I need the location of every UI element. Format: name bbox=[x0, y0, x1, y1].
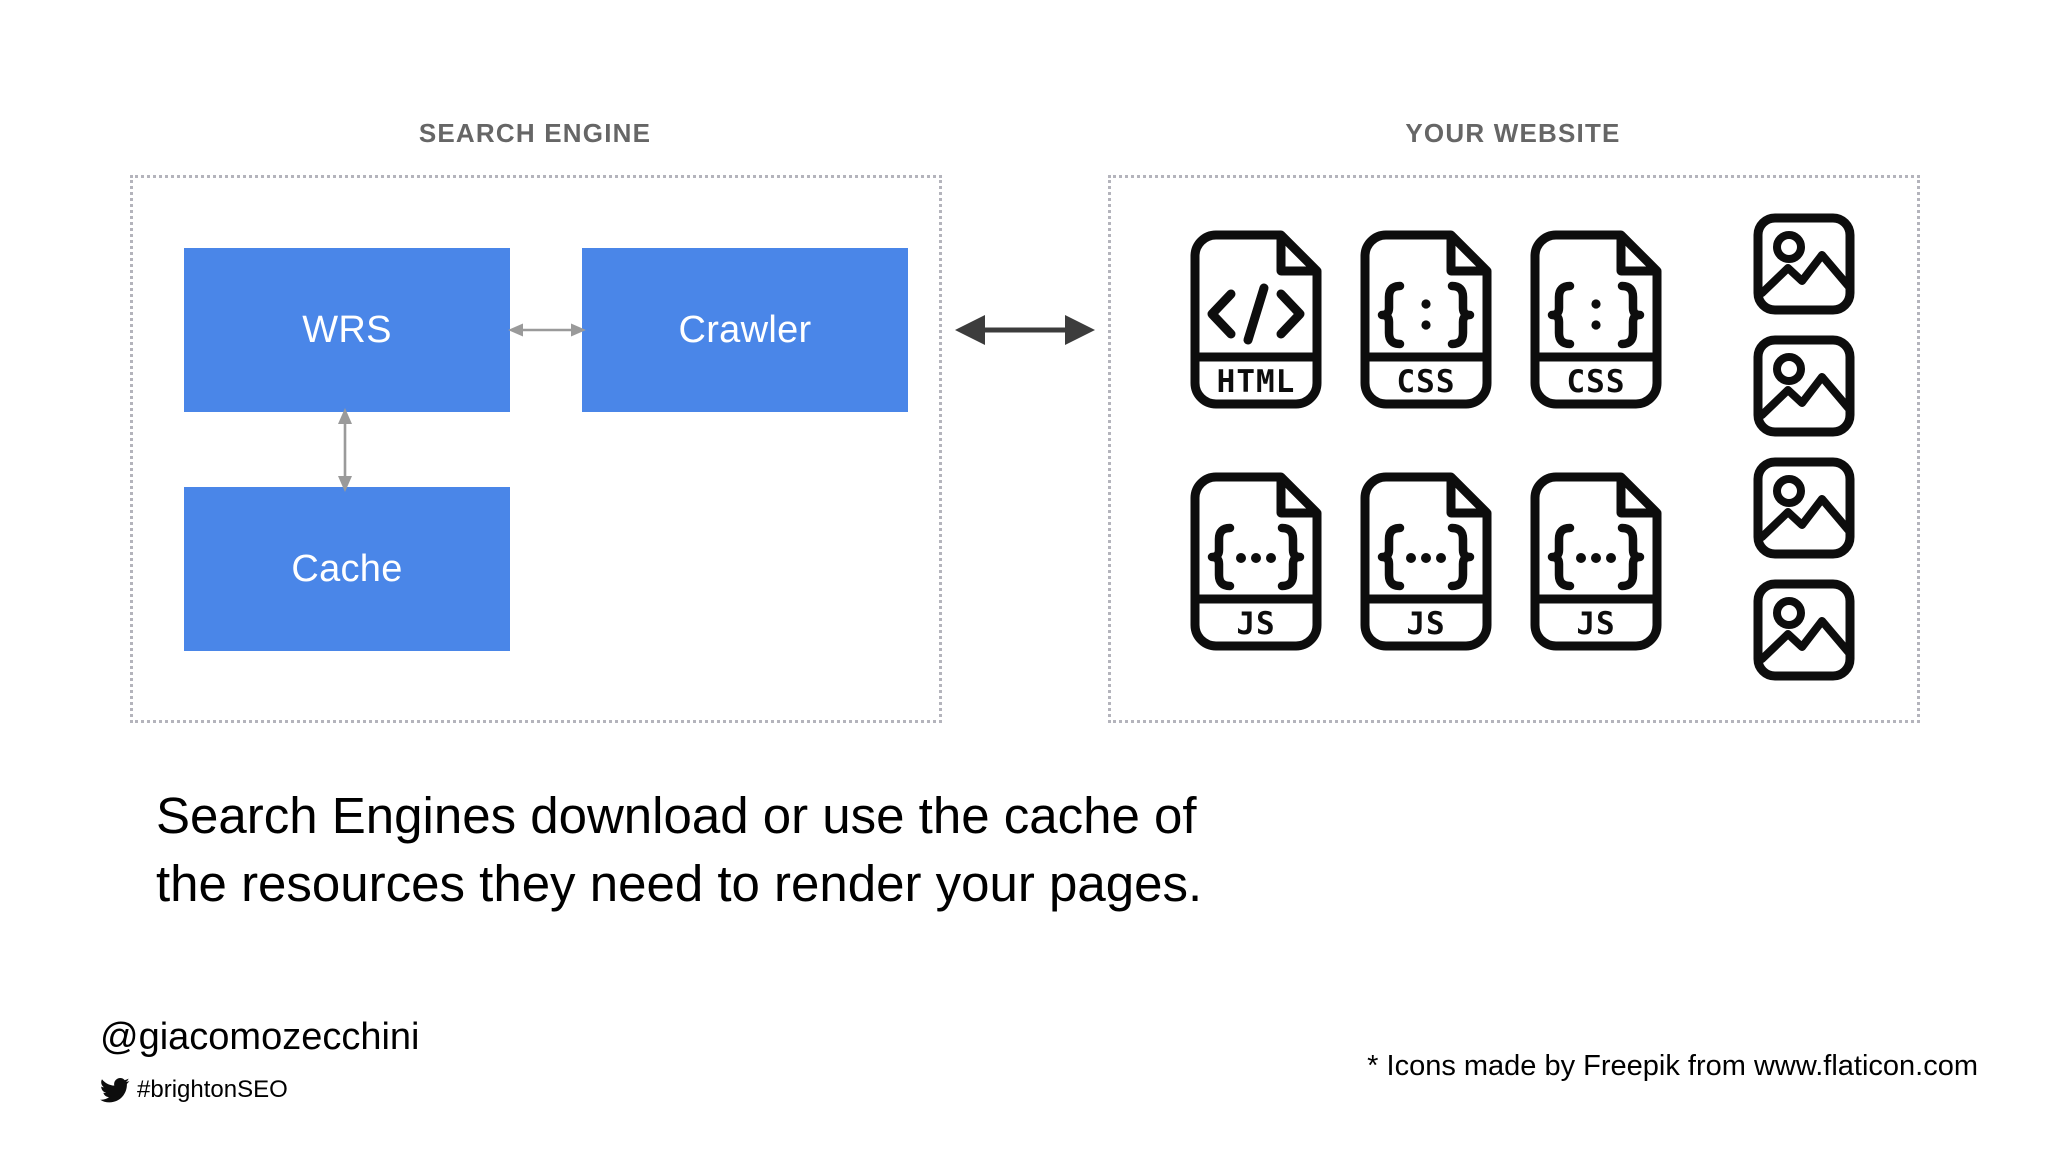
css-file-icon[interactable]: CSS bbox=[1356, 226, 1496, 412]
js-file-label: JS bbox=[1576, 606, 1615, 642]
image-file-icon[interactable] bbox=[1750, 576, 1858, 684]
your-website-container bbox=[1108, 175, 1920, 723]
body-text-line-2: the resources they need to render your p… bbox=[156, 855, 1203, 912]
js-file-icon[interactable]: JS bbox=[1186, 468, 1326, 654]
js-file-icon[interactable]: JS bbox=[1526, 468, 1666, 654]
node-wrs[interactable]: WRS bbox=[184, 248, 510, 412]
body-text-line-1: Search Engines download or use the cache… bbox=[156, 787, 1197, 844]
image-file-icon[interactable] bbox=[1750, 454, 1858, 562]
section-caption-search-engine: SEARCH ENGINE bbox=[418, 118, 652, 148]
js-file-icon[interactable]: JS bbox=[1356, 468, 1496, 654]
search-engine-container bbox=[130, 175, 942, 723]
html-file-label: HTML bbox=[1217, 364, 1296, 400]
twitter-icon bbox=[100, 1077, 130, 1102]
css-file-icon[interactable]: CSS bbox=[1526, 226, 1666, 412]
website-resource-icon-grid: HTML CSS CSS bbox=[1160, 210, 1880, 690]
icon-attribution: * Icons made by Freepik from www.flatico… bbox=[1367, 1050, 1978, 1082]
css-file-label: CSS bbox=[1567, 364, 1626, 400]
image-file-icon[interactable] bbox=[1750, 332, 1858, 440]
body-text: Search Engines download or use the cache… bbox=[156, 782, 1456, 918]
js-file-label: JS bbox=[1406, 606, 1445, 642]
author-handle: @giacomozecchini bbox=[100, 1016, 420, 1058]
image-file-icon[interactable] bbox=[1750, 210, 1858, 318]
arrow-wrs-crawler-icon bbox=[508, 323, 586, 337]
section-caption-your-website: YOUR WEBSITE bbox=[1405, 118, 1621, 148]
css-file-label: CSS bbox=[1397, 364, 1456, 400]
arrow-search-engine-to-website-icon bbox=[955, 315, 1095, 345]
html-file-icon[interactable]: HTML bbox=[1186, 226, 1326, 412]
arrow-wrs-cache-icon bbox=[338, 408, 352, 492]
hashtag-row: #brightonSEO bbox=[100, 1076, 288, 1104]
hashtag-label: #brightonSEO bbox=[137, 1076, 288, 1103]
js-file-label: JS bbox=[1236, 606, 1275, 642]
node-cache[interactable]: Cache bbox=[184, 487, 510, 651]
node-crawler[interactable]: Crawler bbox=[582, 248, 908, 412]
